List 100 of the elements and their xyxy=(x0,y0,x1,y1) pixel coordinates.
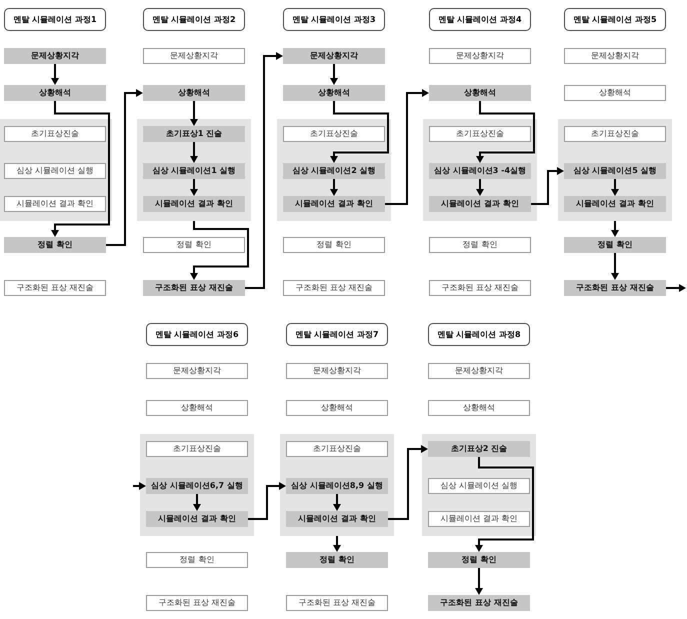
step-box xyxy=(283,280,385,296)
group-panel xyxy=(140,434,254,536)
title-box xyxy=(428,323,530,346)
highlighted-step-box xyxy=(143,163,245,179)
step-label: 구조화된 표상 재진술 xyxy=(575,283,655,293)
highlighted-step-box xyxy=(428,441,530,457)
step-label: 정렬 확인 xyxy=(316,240,352,250)
step-box xyxy=(286,441,388,457)
step-label: 상황해석 xyxy=(38,88,72,98)
process-title: 멘탈 시뮬레이션 과정3 xyxy=(291,14,377,24)
step-label: 정렬 확인 xyxy=(178,555,216,565)
step-label: 문제상황지각 xyxy=(30,51,80,61)
step-label: 구조화된 표상 재진술 xyxy=(154,283,234,293)
step-label: 시뮬레이션 결과 확인 xyxy=(440,199,520,209)
title-box xyxy=(283,8,385,31)
highlighted-step-box xyxy=(428,595,530,611)
group-panel xyxy=(137,119,251,221)
arrow xyxy=(330,64,338,85)
title-box xyxy=(146,323,248,346)
step-label: 초기표상1 진술 xyxy=(164,129,224,139)
step-label: 정렬 확인 xyxy=(318,555,356,565)
arrow xyxy=(611,253,619,280)
step-label: 초기표상2 진술 xyxy=(450,444,508,454)
step-label: 상황해석 xyxy=(177,88,211,98)
step-box xyxy=(429,48,531,64)
group-panel xyxy=(277,119,391,221)
step-label: 초기표상진술 xyxy=(309,129,359,139)
group-panel xyxy=(558,119,672,221)
step-label: 심상 시뮬레이션3 -4실행 xyxy=(432,166,528,176)
step-label: 문제상황지각 xyxy=(455,51,505,61)
step-label: 상황해석 xyxy=(463,88,497,98)
highlighted-step-box xyxy=(429,85,531,101)
group-panel xyxy=(0,119,112,221)
arrow xyxy=(611,179,619,196)
step-label: 구조화된 표상 재진술 xyxy=(297,598,377,608)
step-box xyxy=(564,85,666,101)
step-label: 상황해석 xyxy=(317,88,351,98)
step-box xyxy=(4,196,106,212)
highlighted-step-box xyxy=(286,478,388,494)
highlighted-step-box xyxy=(428,552,530,568)
step-box xyxy=(4,126,106,142)
title-box xyxy=(286,323,388,346)
process-title: 멘탈 시뮬레이션 과정7 xyxy=(294,330,380,340)
arrow xyxy=(611,221,619,237)
arrow xyxy=(245,52,283,289)
step-label: 상황해석 xyxy=(598,88,632,98)
step-label: 시뮬레이션 결과 확인 xyxy=(157,514,237,524)
step-label: 초기표상진술 xyxy=(30,129,80,139)
arrow xyxy=(51,101,110,237)
step-label: 심상 시뮬레이션 실행 xyxy=(15,166,95,176)
step-label: 초기표상진술 xyxy=(455,129,505,139)
step-label: 정렬 확인 xyxy=(36,240,74,250)
step-label: 문제상황지각 xyxy=(172,366,222,376)
step-label: 문제상황지각 xyxy=(590,51,640,61)
step-label: 심상 시뮬레이션6,7 실행 xyxy=(150,481,244,491)
highlighted-step-box xyxy=(564,196,666,212)
step-label: 초기표상진술 xyxy=(172,444,222,454)
arrow xyxy=(476,101,535,163)
step-box xyxy=(428,363,530,379)
process-title: 멘탈 시뮬레이션 과정6 xyxy=(154,330,240,340)
highlighted-step-box xyxy=(143,280,245,296)
highlighted-step-box xyxy=(564,163,666,179)
step-box xyxy=(429,280,531,296)
step-label: 정렬 확인 xyxy=(460,555,498,565)
arrow xyxy=(190,221,249,280)
step-label: 상황해석 xyxy=(462,403,496,413)
highlighted-step-box xyxy=(4,48,106,64)
step-label: 심상 시뮬레이션 실행 xyxy=(439,481,519,491)
step-label: 상황해석 xyxy=(320,403,354,413)
step-box xyxy=(143,48,245,64)
highlighted-step-box xyxy=(283,196,385,212)
group-panel xyxy=(280,434,394,536)
arrow xyxy=(333,536,341,552)
arrow xyxy=(666,284,686,292)
arrow xyxy=(248,482,286,520)
step-box xyxy=(429,126,531,142)
step-label: 심상 시뮬레이션2 실행 xyxy=(291,166,377,176)
highlighted-step-box xyxy=(283,48,385,64)
step-label: 시뮬레이션 결과 확인 xyxy=(294,199,374,209)
step-label: 시뮬레이션 결과 확인 xyxy=(154,199,234,209)
highlighted-step-box xyxy=(143,85,245,101)
step-label: 구조화된 표상 재진술 xyxy=(157,598,237,608)
arrow xyxy=(193,494,201,511)
title-box xyxy=(4,8,106,31)
step-box xyxy=(283,237,385,253)
step-box xyxy=(286,595,388,611)
step-box xyxy=(4,280,106,296)
step-label: 상황해석 xyxy=(180,403,214,413)
step-box xyxy=(428,400,530,416)
step-label: 시뮬레이션 결과 확인 xyxy=(297,514,377,524)
highlighted-step-box xyxy=(283,163,385,179)
step-label: 정렬 확인 xyxy=(462,240,498,250)
step-label: 문제상황지각 xyxy=(169,51,219,61)
highlighted-step-box xyxy=(143,126,245,142)
step-label: 심상 시뮬레이션1 실행 xyxy=(151,166,237,176)
arrow xyxy=(388,445,428,520)
step-box xyxy=(143,237,245,253)
process-title: 멘탈 시뮬레이션 과정1 xyxy=(12,14,98,24)
step-box xyxy=(428,478,530,494)
step-box xyxy=(146,595,248,611)
